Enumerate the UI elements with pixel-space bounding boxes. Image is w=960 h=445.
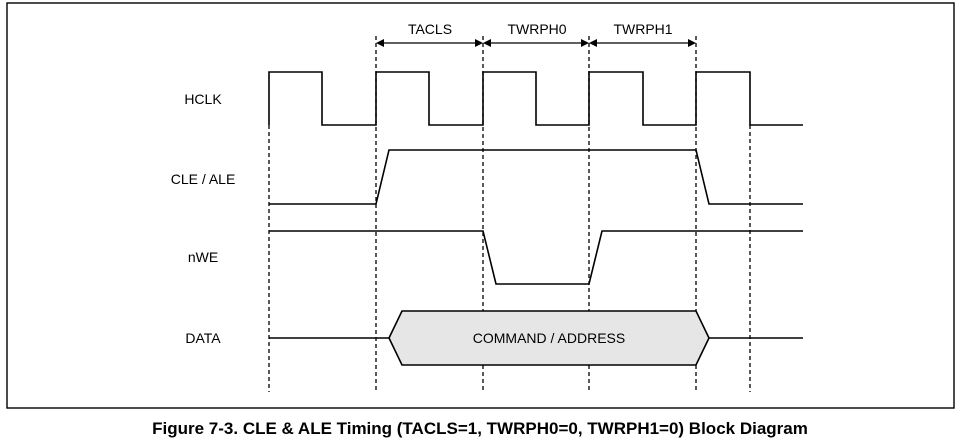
tacls-label: TACLS [408,21,452,37]
twrph1-arrowhead-left [589,39,597,47]
nwe-label: nWE [188,249,218,265]
hclk-waveform [268,71,803,126]
interval-twrph1: TWRPH1 [589,21,696,47]
data-bus-label: COMMAND / ADDRESS [473,330,625,346]
figure-caption: Figure 7-3. CLE & ALE Timing (TACLS=1, T… [152,419,808,438]
diagram-border [6,2,955,409]
interval-twrph0: TWRPH0 [483,21,589,47]
twrph0-arrowhead-right [581,39,589,47]
cle-ale-waveform [269,149,803,205]
twrph1-arrowhead-right [688,39,696,47]
twrph1-label: TWRPH1 [613,21,672,37]
tacls-arrowhead-right [475,39,483,47]
nwe-waveform [269,230,803,285]
twrph0-label: TWRPH0 [507,21,566,37]
interval-tacls: TACLS [376,21,483,47]
hclk-label: HCLK [184,91,222,107]
cle-ale-label: CLE / ALE [171,171,236,187]
data-label: DATA [185,330,221,346]
twrph0-arrowhead-left [483,39,491,47]
tacls-arrowhead-left [376,39,384,47]
